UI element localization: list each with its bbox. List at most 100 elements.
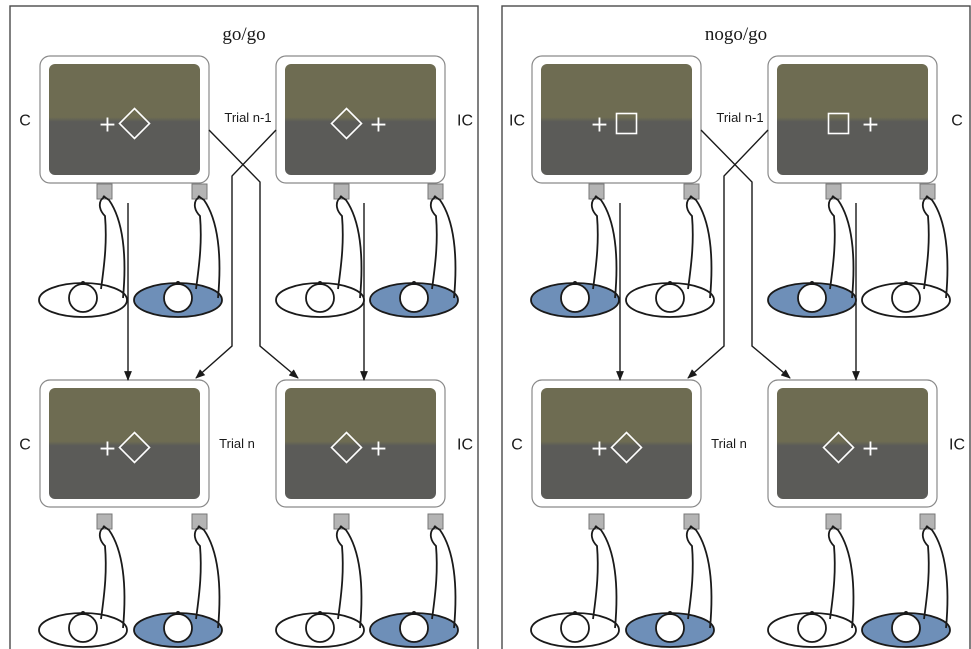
transition-arrows bbox=[124, 129, 368, 381]
fixation-cross: + bbox=[369, 113, 387, 138]
response-button bbox=[588, 183, 605, 200]
response-button bbox=[683, 183, 700, 200]
trial-current-label: Trial n bbox=[219, 436, 255, 451]
response-button bbox=[825, 513, 842, 530]
participant-figure bbox=[369, 183, 459, 318]
response-button bbox=[919, 513, 936, 530]
head bbox=[560, 283, 590, 313]
nose bbox=[668, 281, 672, 285]
response-button bbox=[191, 513, 208, 530]
diamond-stimulus bbox=[610, 431, 643, 464]
fixation-cross: + bbox=[98, 437, 116, 462]
nose bbox=[904, 281, 908, 285]
condition-label: C bbox=[511, 437, 523, 454]
trial-previous-label: Trial n-1 bbox=[224, 110, 271, 125]
response-button bbox=[919, 183, 936, 200]
arm-inner bbox=[98, 529, 107, 620]
participant-figure bbox=[625, 513, 715, 648]
finger bbox=[100, 525, 106, 531]
participant-figure bbox=[861, 513, 951, 648]
transition-arrows bbox=[616, 129, 860, 381]
finger bbox=[195, 525, 201, 531]
condition-label: IC bbox=[457, 113, 473, 130]
arm-outer bbox=[102, 195, 126, 299]
response-button bbox=[333, 513, 350, 530]
fixation-cross: + bbox=[590, 113, 608, 138]
participant-figure bbox=[133, 513, 223, 648]
arm-outer bbox=[689, 195, 713, 299]
arm-inner bbox=[685, 199, 694, 290]
arm-inner bbox=[193, 529, 202, 620]
arm-outer bbox=[689, 525, 713, 629]
arm-outer bbox=[925, 525, 949, 629]
screen-display bbox=[777, 388, 928, 499]
arm-inner bbox=[335, 199, 344, 290]
head bbox=[163, 613, 193, 643]
head bbox=[68, 283, 98, 313]
nose bbox=[573, 281, 577, 285]
stimulus-screen: + bbox=[275, 379, 446, 508]
condition-label: C bbox=[19, 437, 31, 454]
arm-outer bbox=[594, 525, 618, 629]
response-button bbox=[683, 513, 700, 530]
finger bbox=[337, 195, 343, 201]
arm-inner bbox=[921, 529, 930, 620]
finger bbox=[100, 195, 106, 201]
arrow-cross-right bbox=[208, 129, 299, 379]
head bbox=[68, 613, 98, 643]
nose bbox=[176, 281, 180, 285]
finger bbox=[337, 525, 343, 531]
fixation-cross: + bbox=[590, 437, 608, 462]
finger bbox=[687, 525, 693, 531]
diamond-stimulus bbox=[822, 431, 855, 464]
response-button bbox=[427, 513, 444, 530]
response-button bbox=[427, 183, 444, 200]
arm-inner bbox=[98, 199, 107, 290]
screen-display bbox=[285, 388, 436, 499]
nose bbox=[81, 611, 85, 615]
diamond-stimulus bbox=[330, 107, 363, 140]
finger bbox=[431, 195, 437, 201]
participant-figure bbox=[369, 513, 459, 648]
arm-inner bbox=[335, 529, 344, 620]
response-button bbox=[333, 183, 350, 200]
arm-outer bbox=[197, 525, 221, 629]
square-stimulus bbox=[827, 112, 850, 135]
head bbox=[163, 283, 193, 313]
stimulus-screen: + bbox=[531, 55, 702, 184]
screen-display bbox=[777, 64, 928, 175]
response-button bbox=[588, 513, 605, 530]
head bbox=[891, 613, 921, 643]
response-button bbox=[191, 183, 208, 200]
finger bbox=[687, 195, 693, 201]
response-button bbox=[96, 513, 113, 530]
response-button bbox=[96, 183, 113, 200]
nose bbox=[318, 281, 322, 285]
condition-label: IC bbox=[509, 113, 525, 130]
participant-figure bbox=[767, 513, 857, 648]
head bbox=[305, 613, 335, 643]
arm-outer bbox=[339, 525, 363, 629]
diamond-stimulus bbox=[330, 431, 363, 464]
head bbox=[399, 613, 429, 643]
head bbox=[399, 283, 429, 313]
nose bbox=[176, 611, 180, 615]
head bbox=[655, 283, 685, 313]
nose bbox=[810, 611, 814, 615]
arm-outer bbox=[433, 525, 457, 629]
trial-previous-label: Trial n-1 bbox=[716, 110, 763, 125]
diamond-stimulus bbox=[118, 431, 151, 464]
stimulus-screen: + bbox=[39, 55, 210, 184]
nose bbox=[904, 611, 908, 615]
arm-outer bbox=[831, 195, 855, 299]
arm-outer bbox=[594, 195, 618, 299]
participant-figure bbox=[275, 513, 365, 648]
arm-inner bbox=[685, 529, 694, 620]
participant-figure bbox=[625, 183, 715, 318]
stimulus-screen: + bbox=[531, 379, 702, 508]
condition-label: IC bbox=[949, 437, 965, 454]
head bbox=[305, 283, 335, 313]
arm-outer bbox=[339, 195, 363, 299]
head bbox=[891, 283, 921, 313]
